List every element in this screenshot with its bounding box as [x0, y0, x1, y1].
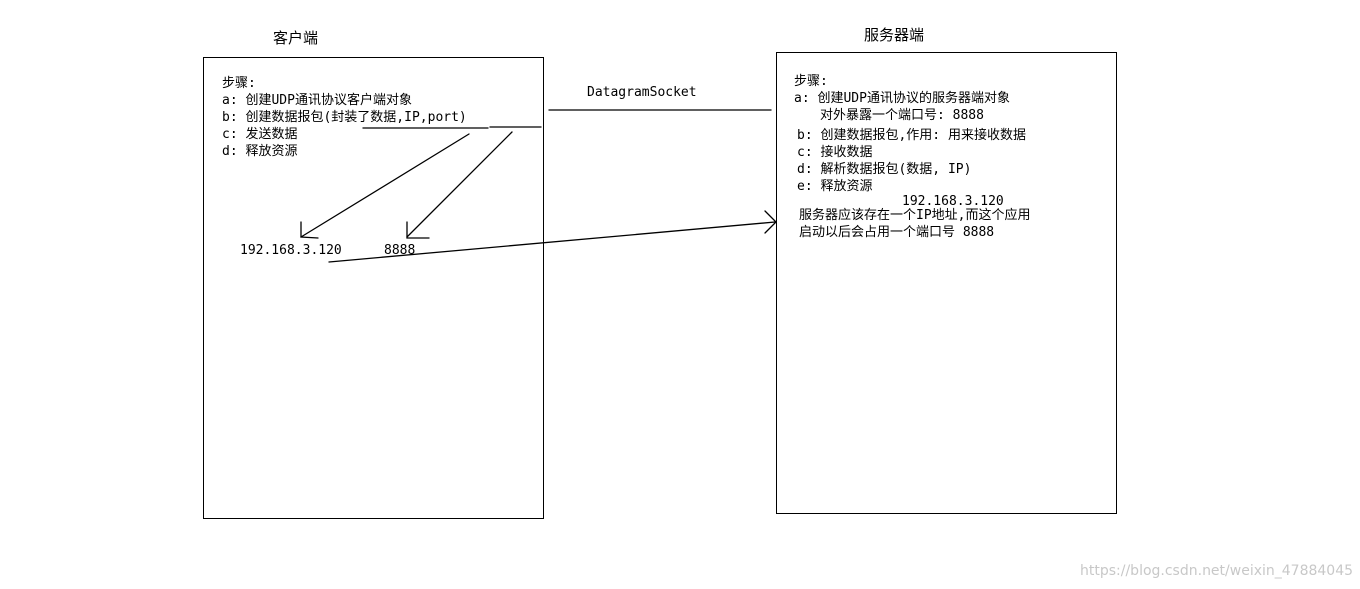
server-note-line2: 启动以后会占用一个端口号 8888 — [799, 225, 995, 240]
client-step-b: b: 创建数据报包(封装了数据,IP,port) — [222, 110, 467, 125]
server-note-line1: 服务器应该存在一个IP地址,而这个应用 — [799, 208, 1031, 223]
arrow-to-server-shaft — [328, 221, 776, 263]
server-steps-header: 步骤: — [794, 74, 828, 89]
client-title: 客户端 — [273, 29, 319, 47]
server-step-a: a: 创建UDP通讯协议的服务器端对象 — [794, 91, 1010, 106]
client-ip: 192.168.3.120 — [240, 243, 342, 258]
server-step-e: e: 释放资源 — [797, 179, 873, 194]
client-steps-header: 步骤: — [222, 76, 256, 91]
arrow-to-server-head — [764, 210, 777, 234]
server-ip: 192.168.3.120 — [902, 194, 1004, 209]
client-port: 8888 — [384, 243, 416, 258]
server-box — [776, 52, 1117, 514]
client-box — [203, 57, 544, 519]
arrow-to-port-head — [406, 221, 430, 239]
server-step-c: c: 接收数据 — [797, 145, 873, 160]
client-step-a: a: 创建UDP通讯协议客户端对象 — [222, 93, 412, 108]
connector-label: DatagramSocket — [587, 85, 697, 100]
client-step-d: d: 释放资源 — [222, 144, 298, 159]
server-step-a-sub: 对外暴露一个端口号: 8888 — [820, 108, 984, 123]
client-step-c: c: 发送数据 — [222, 127, 298, 142]
arrow-to-ip-head — [300, 221, 319, 239]
arrow-to-port-shaft — [406, 131, 513, 238]
arrow-to-ip-shaft — [300, 133, 470, 238]
watermark: https://blog.csdn.net/weixin_47884045 — [1080, 563, 1354, 579]
server-step-b: b: 创建数据报包,作用: 用来接收数据 — [797, 128, 1026, 143]
server-title: 服务器端 — [864, 26, 925, 44]
server-step-d: d: 解析数据报包(数据, IP) — [797, 162, 972, 177]
